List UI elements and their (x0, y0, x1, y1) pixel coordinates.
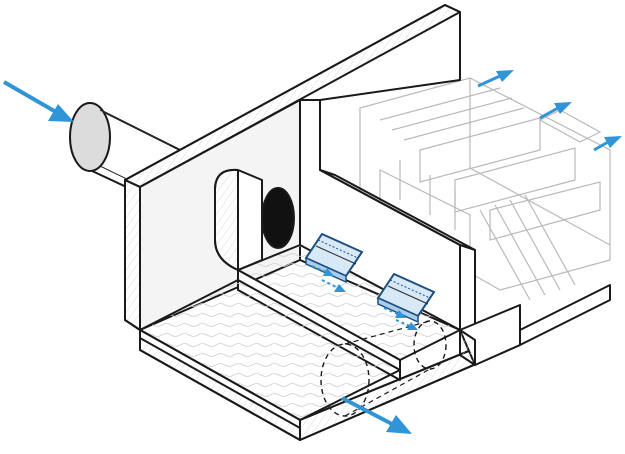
inlet-arrow (3, 80, 74, 122)
jet-arrow-b2 (395, 319, 418, 330)
jet-arrow-a1 (311, 265, 334, 276)
flow-arrows (3, 70, 622, 434)
vent-arrow-top (477, 70, 514, 88)
chamber-opening (261, 187, 295, 249)
outlet-channel (320, 304, 521, 417)
jet-arrow-b1 (383, 307, 406, 318)
vent-arrow-low (593, 136, 622, 152)
tank-floor (139, 279, 401, 429)
outlet-arrow (341, 396, 412, 434)
jet-arrow-a2 (321, 279, 346, 292)
vent-arrow-mid (539, 102, 572, 120)
aeration-panel-2 (376, 272, 436, 324)
